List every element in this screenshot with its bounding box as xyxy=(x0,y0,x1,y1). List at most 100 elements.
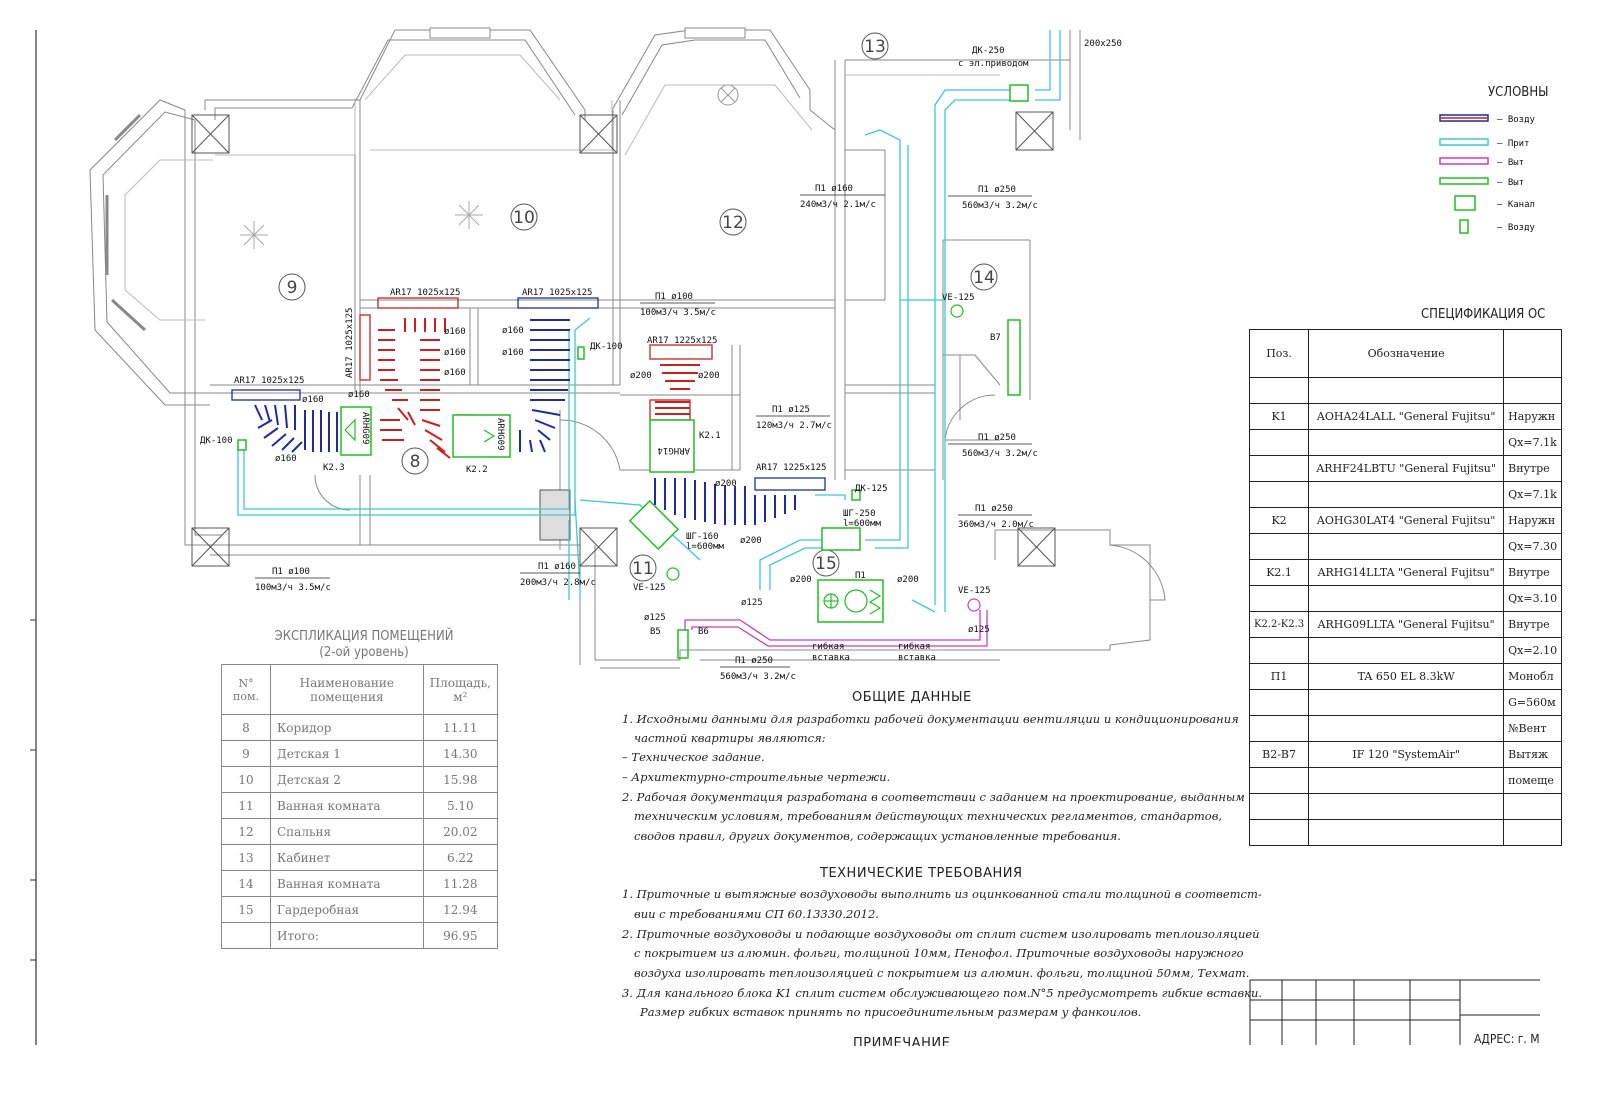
cell xyxy=(1308,429,1505,456)
flow-label: 560м3/ч 3.2м/с xyxy=(720,672,796,682)
cell: 20.02 xyxy=(422,818,499,845)
flex-insert-label: гибкая xyxy=(812,641,845,652)
flow-label: П1 ø250 xyxy=(735,656,773,666)
cell: Qx=7.1k xyxy=(1503,481,1563,508)
technical-line: воздуха изолировать теплоизоляцией с пок… xyxy=(634,966,1250,980)
technical-line: с покрытием из алюмин. фольги, толщиной … xyxy=(634,946,1244,960)
diameter-label: ø200 xyxy=(897,575,919,585)
columns xyxy=(191,111,1056,567)
diameter-label: ø200 xyxy=(630,371,652,381)
k23-label: K2.3 xyxy=(323,463,345,473)
legend-item: – Возду xyxy=(1497,223,1536,233)
col-header xyxy=(1503,329,1563,378)
table-row: Qx=7.1k xyxy=(1248,429,1563,456)
exhaust-ducts xyxy=(684,610,988,647)
flow-label: П1 ø100 xyxy=(272,567,310,577)
flow-label: 560м3/ч 3.2м/с xyxy=(962,201,1038,211)
legend-item: – Канал xyxy=(1497,200,1535,210)
explication-subtitle: (2-ой уровень) xyxy=(319,645,408,660)
cell xyxy=(1308,793,1505,820)
dk100-label: ДК-100 xyxy=(200,436,233,446)
col-header: N° пом. xyxy=(221,664,271,715)
table-header: Поз. Обозначение xyxy=(1248,329,1563,378)
shg160-sub: l=600мм xyxy=(686,542,725,552)
cell: 15 xyxy=(221,896,271,923)
cell: 96.95 xyxy=(422,922,499,949)
flex-insert-label: вставка xyxy=(812,653,850,663)
flow-label: 560м3/ч 3.2м/с xyxy=(962,449,1038,459)
room-number-13: 13 xyxy=(864,37,886,57)
room-numbers xyxy=(278,32,998,582)
cell xyxy=(1503,377,1563,404)
cell: 11.11 xyxy=(422,714,499,741)
b7-label: B7 xyxy=(990,333,1001,343)
cell xyxy=(1308,767,1505,794)
table-row: Qx=7.1k xyxy=(1248,481,1563,508)
cell: ARHG14LLTA "General Fujitsu" xyxy=(1308,559,1505,586)
table-row: помеще xyxy=(1248,767,1563,794)
flow-label: П1 ø160 xyxy=(815,184,853,194)
table-row xyxy=(1248,819,1563,846)
cell: 14.30 xyxy=(422,740,499,767)
cell: 5.10 xyxy=(422,792,499,819)
cell: ARHG09LLTA "General Fujitsu" xyxy=(1308,611,1505,638)
cell: K1 xyxy=(1248,403,1310,430)
table-row: Qx=7.30 xyxy=(1248,533,1563,560)
cell xyxy=(1308,481,1505,508)
room-number-8: 9 xyxy=(287,278,298,298)
dk125-label: ДК-125 xyxy=(855,484,888,494)
table-row: Итого:96.95 xyxy=(221,922,499,949)
cell: B2-B7 xyxy=(1248,741,1310,768)
diameter-label: ø200 xyxy=(740,536,762,546)
cell: Внутре xyxy=(1503,455,1563,482)
technical-line: 3. Для канального блока K1 сплит систем … xyxy=(622,986,1263,1000)
flow-label: 100м3/ч 3.5м/с xyxy=(640,308,716,318)
flex-insert-label: гибкая xyxy=(898,641,931,652)
flow-label: 360м3/ч 2.0м/с xyxy=(958,520,1034,530)
diameter-label: ø200 xyxy=(790,575,812,585)
technical-requirements-title: ТЕХНИЧЕСКИЕ ТРЕБОВАНИЯ xyxy=(820,866,1023,881)
cell: IF 120 "SystemAir" xyxy=(1308,741,1505,768)
split-blue-lines xyxy=(231,297,826,525)
room-number-14: 14 xyxy=(973,268,995,288)
cell: №Вент xyxy=(1503,715,1563,742)
flex-insert-label: вставка xyxy=(898,653,936,663)
room-number-10: 10 xyxy=(513,208,535,228)
diameter-label: ø160 xyxy=(444,368,466,378)
split-red-lines xyxy=(378,318,700,459)
general-line: – Техническое задание. xyxy=(622,750,765,764)
cell: 14 xyxy=(221,870,271,897)
general-line: 1. Исходными данными для разработки рабо… xyxy=(622,712,1239,726)
cell: 12 xyxy=(221,818,271,845)
cell: Наружн xyxy=(1503,507,1563,534)
cell: TA 650 EL 8.3kW xyxy=(1308,663,1505,690)
shg160-label: ШГ-160 xyxy=(686,532,719,542)
diameter-label: ø160 xyxy=(502,326,524,336)
table-row: Qx=3.10 xyxy=(1248,585,1563,612)
diameter-label: ø160 xyxy=(302,395,324,405)
note-title: ПРИМЕЧАНИЕ xyxy=(853,1036,951,1046)
cell: помеще xyxy=(1503,767,1563,794)
cell: Коридор xyxy=(270,714,424,741)
diameter-label: ø160 xyxy=(275,454,297,464)
cell: AOHA24LALL "General Fujitsu" xyxy=(1308,403,1505,430)
general-line: 2. Рабочая документация разработана в со… xyxy=(622,790,1245,804)
equipment-symbols xyxy=(344,304,981,615)
room-number-12: 12 xyxy=(722,213,744,233)
cell: Ванная комната xyxy=(270,792,424,819)
cell: K2.1 xyxy=(1248,559,1310,586)
cell: 13 xyxy=(221,844,271,871)
diameter-label: ø160 xyxy=(502,348,524,358)
cell xyxy=(1248,377,1310,404)
legend-title: УСЛОВНЫ xyxy=(1488,85,1548,100)
cell: Детская 1 xyxy=(270,740,424,767)
